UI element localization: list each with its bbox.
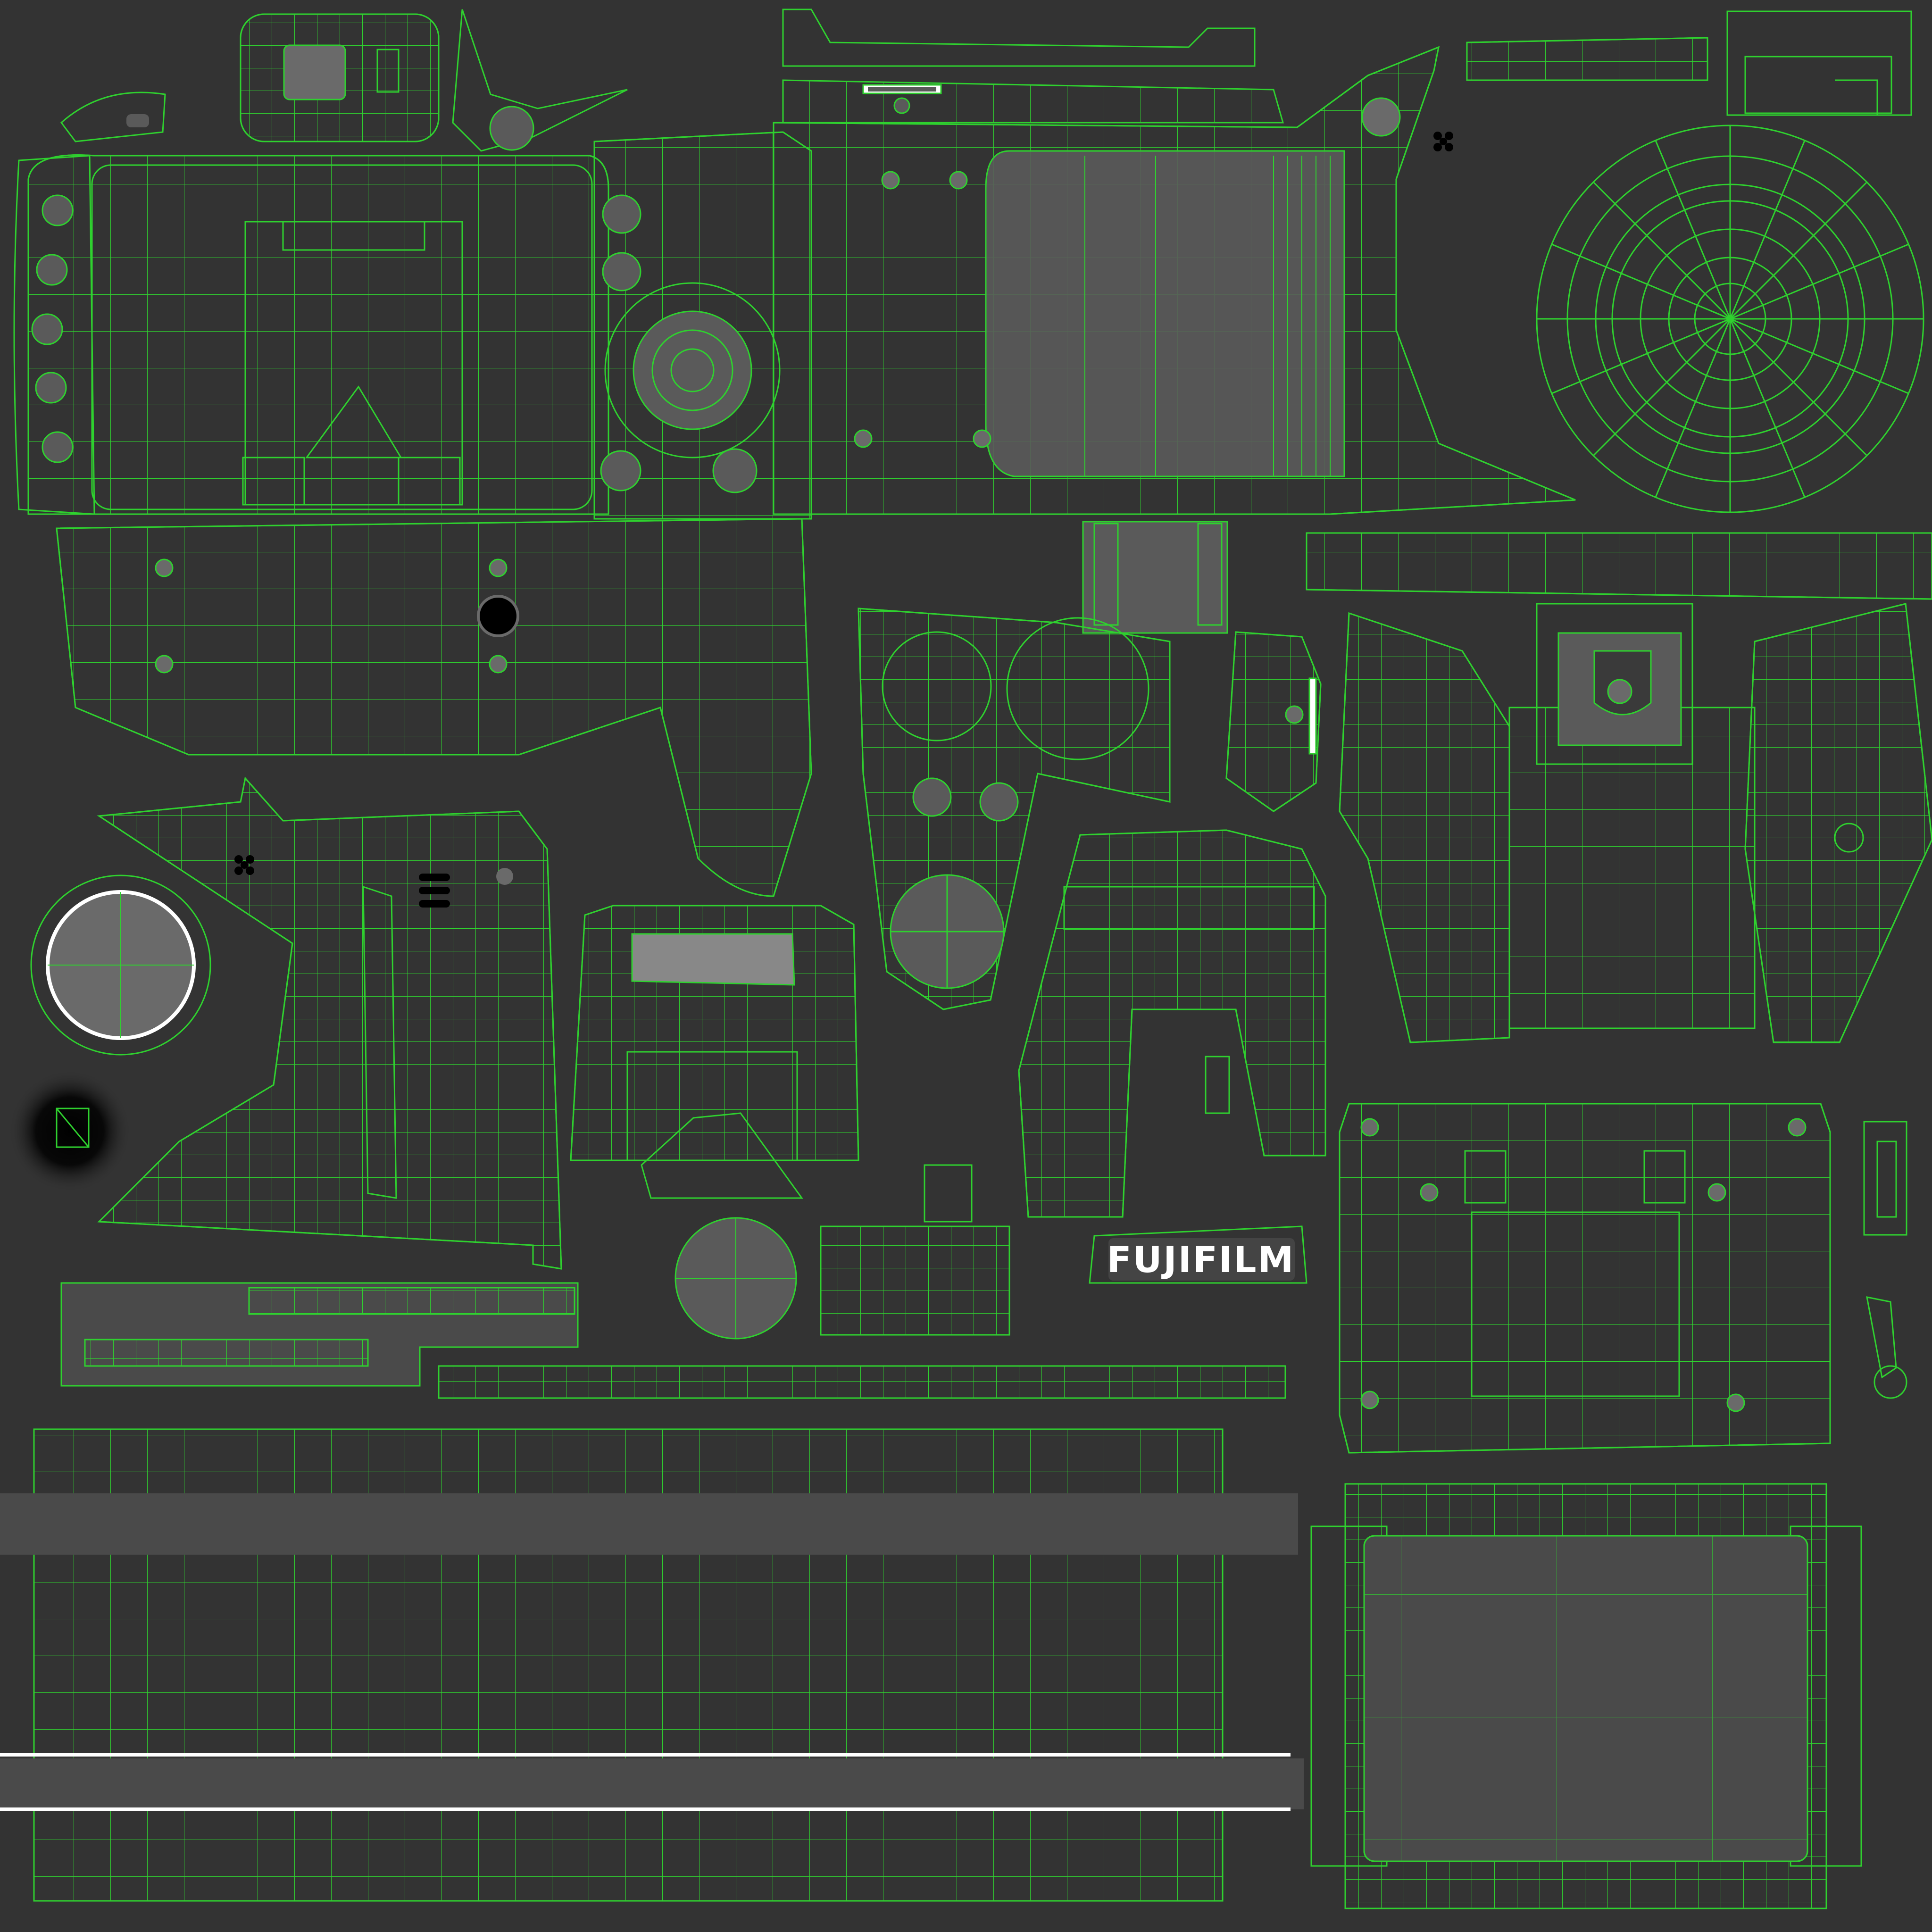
lcd-screen-island	[1310, 1483, 1862, 1909]
base-plate-island	[1339, 1103, 1831, 1454]
bottom-plate-island	[56, 518, 812, 897]
side-screw	[496, 868, 513, 885]
focus-cross-icon-2	[234, 855, 254, 875]
hotshoe-island	[570, 905, 859, 1199]
strap-lug-island	[1225, 631, 1322, 812]
leatherette-island	[0, 1428, 1304, 1902]
shadow-blob	[8, 1070, 131, 1192]
viewfinder-island	[240, 13, 440, 142]
tiny-parts-right	[1863, 1121, 1907, 1399]
top-shell-island	[858, 608, 1171, 1010]
back-panel-island	[27, 154, 609, 515]
logo-plate: FUJIFILM	[1089, 1225, 1307, 1284]
focus-cross-icon	[1433, 132, 1453, 151]
front-plate-island	[1018, 829, 1326, 1218]
rear-dial-panel	[593, 131, 812, 520]
top-left-slot	[126, 114, 149, 127]
mode-dial-cap	[30, 874, 211, 1056]
battery-door-island	[1082, 521, 1228, 634]
back-panel-side-buttons	[31, 194, 74, 463]
top-plate-strip	[782, 8, 1284, 124]
brand-logo: FUJIFILM	[1107, 1239, 1295, 1281]
top-left-wedge	[60, 92, 166, 142]
lens-mount-radial-island	[1536, 125, 1924, 513]
lower-small-blocks	[675, 1164, 1010, 1340]
back-panel-left-strip	[13, 155, 95, 515]
front-body-island	[773, 46, 1576, 515]
grip-slots	[419, 874, 450, 908]
top-dial-island	[452, 9, 628, 152]
grip-ribbon-strip	[60, 1282, 1286, 1399]
top-right-blocks	[1466, 10, 1912, 116]
top-plate-right-island	[1306, 532, 1932, 1043]
